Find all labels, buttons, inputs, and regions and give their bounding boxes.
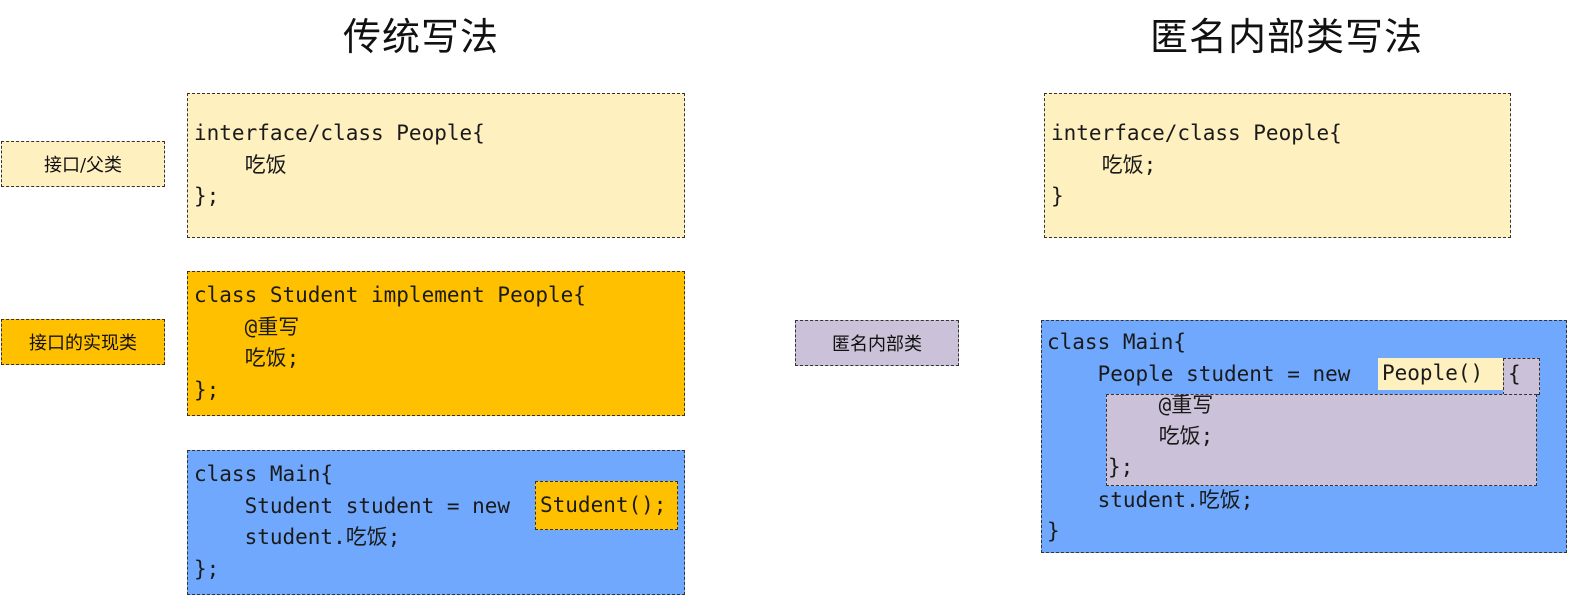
code-line: interface/class People{ xyxy=(1051,121,1342,145)
code-line: } xyxy=(1051,184,1064,208)
main-class-code-right: class Main{ People student = new student… xyxy=(1047,327,1363,548)
label-anonymous-inner-class: 匿名内部类 xyxy=(795,320,959,366)
main-class-code-left: class Main{ Student student = new studen… xyxy=(194,459,523,585)
code-line: }; xyxy=(194,556,220,581)
code-line: }; xyxy=(1108,455,1134,479)
code-line: @重写 xyxy=(194,314,300,339)
title-traditional: 传统写法 xyxy=(343,15,500,59)
label-interface-parent: 接口/父类 xyxy=(1,141,165,187)
code-line: student.吃饭; xyxy=(1047,487,1254,512)
people-constructor-highlight: People() xyxy=(1378,358,1503,390)
title-anonymous: 匿名内部类写法 xyxy=(1150,15,1424,59)
code-line: 吃饭 xyxy=(194,152,287,177)
code-line: } xyxy=(1047,519,1060,543)
student-class-box xyxy=(187,271,685,416)
code-line: }; xyxy=(194,377,220,402)
code-line: People student = new xyxy=(1047,361,1364,386)
student-constructor-highlight: Student(); xyxy=(535,481,678,530)
code-line: class Main{ xyxy=(194,462,334,486)
anonymous-class-body-code: @重写 吃饭;}; xyxy=(1108,390,1213,483)
code-line: Student student = new xyxy=(194,493,523,518)
code-line: 吃饭; xyxy=(1051,152,1157,177)
code-line: class Student implement People{ xyxy=(194,283,586,307)
code-line: }; xyxy=(194,184,220,208)
people-interface-box xyxy=(187,93,685,238)
label-implementation-class: 接口的实现类 xyxy=(1,319,165,365)
people-interface-code-right: interface/class People{ 吃饭;} xyxy=(1051,118,1342,213)
code-line: student.吃饭; xyxy=(194,525,401,549)
code-line: interface/class People{ xyxy=(194,121,485,145)
anonymous-class-open-brace: { xyxy=(1503,358,1540,395)
student-class-code: class Student implement People{ @重写 吃饭;}… xyxy=(194,280,586,406)
code-line: @重写 xyxy=(1108,393,1214,417)
code-line: 吃饭; xyxy=(194,346,300,370)
people-interface-box-right xyxy=(1044,93,1511,238)
people-interface-code: interface/class People{ 吃饭}; xyxy=(194,118,485,213)
code-line: class Main{ xyxy=(1047,330,1187,354)
anonymous-class-body-box xyxy=(1106,394,1537,486)
code-line: 吃饭; xyxy=(1108,424,1214,448)
